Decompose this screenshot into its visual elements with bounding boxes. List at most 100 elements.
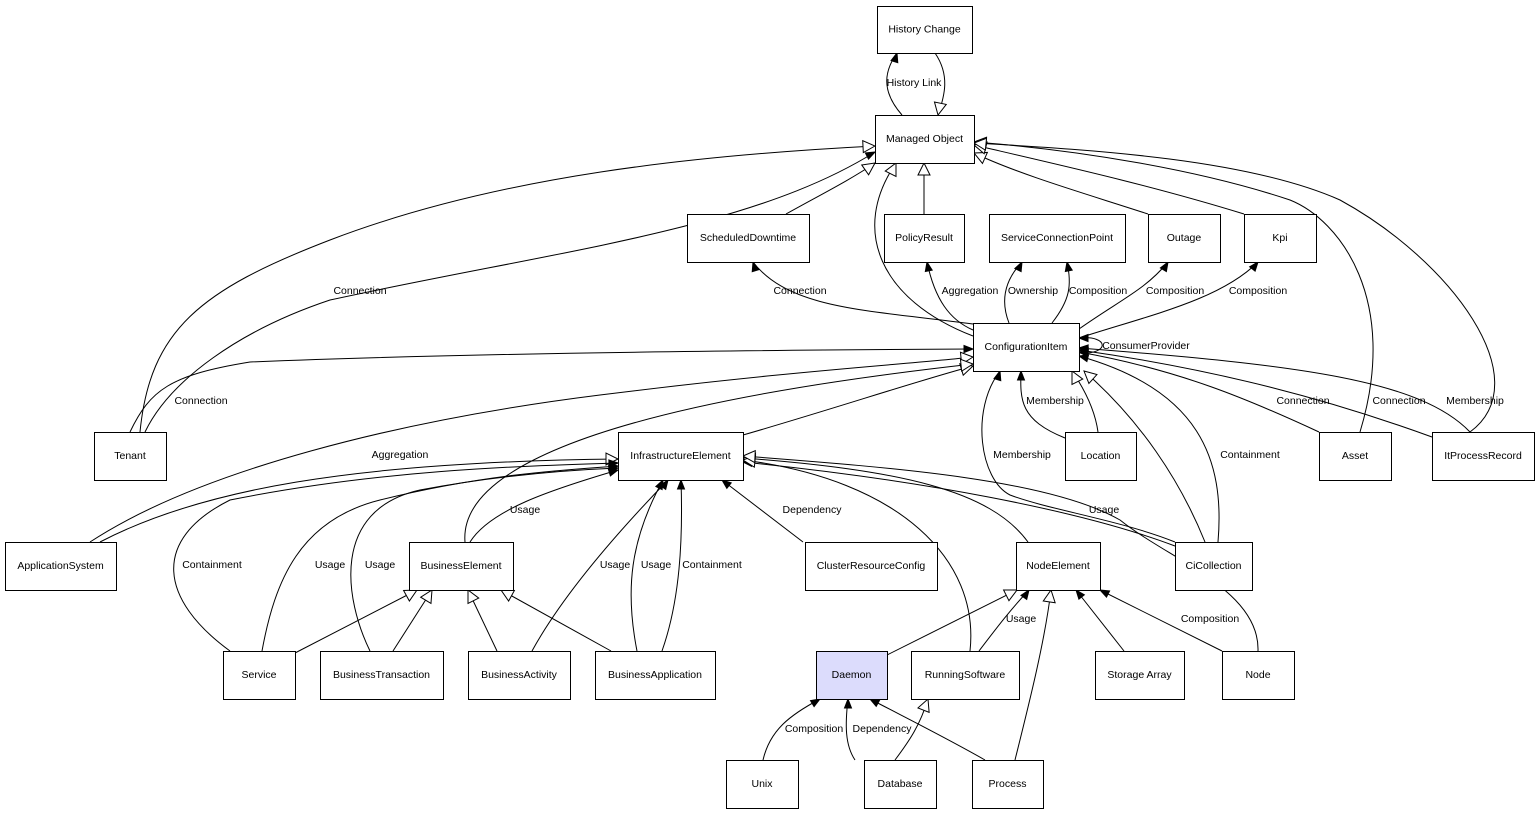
edge-label: Composition [785,723,844,735]
node-box [1016,542,1101,591]
edge-line [531,479,669,652]
node-application-system[interactable]: ApplicationSystem [5,542,117,591]
edge-line [1099,589,1223,652]
node-business-transaction[interactable]: BusinessTransaction [320,651,444,700]
edge-line [869,698,986,761]
node-location[interactable]: Location [1065,432,1137,481]
node-business-element[interactable]: BusinessElement [409,542,514,591]
edge-label: Containment [682,559,742,571]
node-configuration-item[interactable]: ConfigurationItem [973,323,1080,372]
node-daemon[interactable]: Daemon [816,651,888,700]
node-label: ServiceConnectionPoint [1001,232,1113,244]
filled-arrowhead-icon [1098,589,1111,599]
edge-label: Connection [1372,395,1425,407]
hollow-arrowhead-icon [917,697,930,714]
edge-business-transaction-to-business-element [392,589,433,652]
edge-tenant-to-managed-object [139,139,877,433]
hollow-arrowhead-icon [972,151,989,165]
node-label: BusinessApplication [608,669,702,681]
edge-label: Composition [1229,285,1288,297]
node-box [409,542,514,591]
node-node-element[interactable]: NodeElement [1016,542,1101,591]
hollow-arrowhead-icon [419,589,433,605]
edge-business-activity-to-business-element [467,588,498,652]
node-history-change[interactable]: History Change [877,6,973,54]
edge-line [89,356,974,543]
edge-business-application-to-infrastructure-element: Containment [661,478,742,652]
edge-configuration-item-to-kpi: Composition [1078,260,1288,339]
node-managed-object[interactable]: Managed Object [875,115,975,164]
edge-line [630,479,664,652]
node-outage[interactable]: Outage [1148,214,1221,263]
edge-label: Membership [1026,395,1084,407]
node-service-connection-point[interactable]: ServiceConnectionPoint [989,214,1126,263]
node-box [911,651,1020,700]
filled-arrowhead-icon [1077,344,1089,353]
edge-line [99,458,619,543]
node-label: Service [241,669,276,681]
edge-line [973,144,1245,215]
edge-configuration-item-to-service-connection-point: Ownership [1004,260,1058,324]
edge-service-to-infrastructure-element: Containment [173,459,620,652]
edge-label: Aggregation [942,285,999,297]
node-label: Node [1245,669,1270,681]
node-service[interactable]: Service [223,651,296,700]
node-tenant[interactable]: Tenant [94,432,167,481]
node-policy-result[interactable]: PolicyResult [884,214,965,263]
edge-configuration-item-to-policy-result: Aggregation [924,260,999,331]
hollow-arrowhead-icon [1002,589,1018,602]
edge-configuration-item-to-outage: Composition [1078,260,1204,330]
node-ci-collection[interactable]: CiCollection [1175,542,1253,591]
edge-label: Usage [510,504,541,516]
edge-it-process-record-to-managed-object [972,137,1496,433]
filled-arrowhead-icon [993,369,1002,382]
node-process[interactable]: Process [972,760,1044,809]
edge-line [500,589,612,652]
node-business-application[interactable]: BusinessApplication [595,651,716,700]
node-box [223,651,296,700]
edge-configuration-item-to-managed-object [874,162,974,337]
edge-line [1075,589,1125,652]
edge-line [742,455,1259,652]
edge-policy-result-to-managed-object [917,161,931,214]
node-kpi[interactable]: Kpi [1244,214,1317,263]
edge-line [261,465,619,652]
node-label: Storage Array [1107,669,1172,681]
node-unix[interactable]: Unix [726,760,799,809]
node-label: ScheduledDowntime [700,232,796,244]
node-infrastructure-element[interactable]: InfrastructureElement [618,432,744,481]
node-it-process-record[interactable]: ItProcessRecord [1432,432,1535,481]
node-database[interactable]: Database [864,760,937,809]
node-business-activity[interactable]: BusinessActivity [468,651,571,700]
edge-daemon-to-node-element [886,589,1018,656]
hollow-arrowhead-icon [933,101,948,117]
edge-label: Usage [1006,613,1037,625]
node-storage-array[interactable]: Storage Array [1095,651,1185,700]
edge-line [874,162,974,337]
node-running-software[interactable]: RunningSoftware [911,651,1020,700]
edge-line [742,461,1176,547]
edge-label: Connection [174,395,227,407]
edge-label: Containment [1220,449,1280,461]
node-scheduled-downtime[interactable]: ScheduledDowntime [687,214,810,263]
node-asset[interactable]: Asset [1319,432,1392,481]
filled-arrowhead-icon [1064,260,1074,273]
node-cluster-resource-config[interactable]: ClusterResourceConfig [805,542,938,591]
edge-line [926,261,974,331]
hollow-arrowhead-icon [741,449,756,464]
node-box [884,214,965,263]
node-node[interactable]: Node [1222,651,1295,700]
edge-tenant-to-configuration-item: Connection [129,344,975,433]
node-label: NodeElement [1026,560,1090,572]
filled-arrowhead-icon [1075,588,1086,601]
filled-arrowhead-icon [1248,260,1259,273]
edge-node-to-node-element: Composition [1098,589,1239,652]
edge-database-to-daemon: Dependency [843,697,912,761]
hollow-arrowhead-icon [862,139,877,154]
filled-arrowhead-icon [963,344,975,354]
node-label: BusinessActivity [481,669,558,681]
node-box [687,214,810,263]
